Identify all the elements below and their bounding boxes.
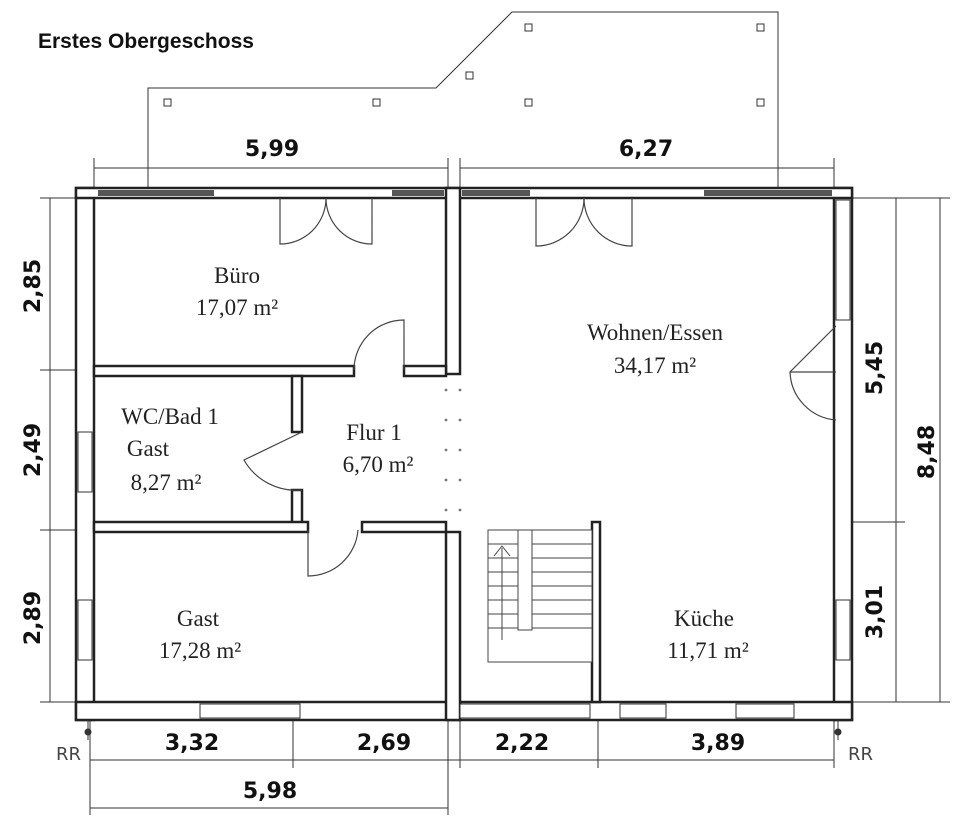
room-kueche-name: Küche [674, 606, 734, 631]
windows [77, 190, 851, 719]
dim-top-left: 5,99 [245, 137, 299, 162]
doors [243, 197, 837, 577]
dim-bottom-4: 3,89 [691, 731, 745, 756]
room-wc-area: 8,27 m² [131, 470, 202, 495]
room-wc-subname: Gast [127, 436, 170, 461]
staircase [487, 529, 593, 663]
dim-bottom-1: 3,32 [165, 731, 219, 756]
dim-bottom-3: 2,22 [495, 731, 549, 756]
plan-title: Erstes Obergeschoss [38, 30, 254, 53]
rr-marker-symbols [84, 720, 842, 740]
room-gast-area: 17,28 m² [159, 638, 241, 663]
dim-bottom-2: 2,69 [357, 731, 411, 756]
room-wohnen-name: Wohnen/Essen [587, 320, 724, 345]
room-gast-name: Gast [177, 606, 220, 631]
balcony-posts [163, 23, 765, 107]
room-wohnen-area: 34,17 m² [614, 353, 696, 378]
dim-bottom-total: 5,98 [243, 779, 297, 804]
dim-left-1: 2,85 [21, 259, 46, 313]
room-flur-area: 6,70 m² [343, 452, 414, 477]
room-flur-name: Flur 1 [346, 420, 402, 445]
dim-right-inner-1: 5,45 [863, 341, 888, 395]
dim-right-inner-2: 3,01 [863, 585, 888, 639]
room-buero-name: Büro [214, 263, 260, 288]
room-buero-area: 17,07 m² [196, 295, 278, 320]
room-kueche-area: 11,71 m² [667, 638, 749, 663]
room-wc-name: WC/Bad 1 [121, 404, 219, 429]
inner-walls [92, 364, 602, 704]
dim-top-right: 6,27 [619, 137, 673, 162]
rr-label-right: RR [848, 744, 873, 765]
passage-dots [444, 388, 462, 512]
dim-left-3: 2,89 [21, 591, 46, 645]
dim-left-2: 2,49 [21, 423, 46, 477]
rr-label-left: RR [56, 744, 81, 765]
balcony-outline [147, 11, 779, 192]
dim-right-total: 8,48 [915, 425, 940, 479]
